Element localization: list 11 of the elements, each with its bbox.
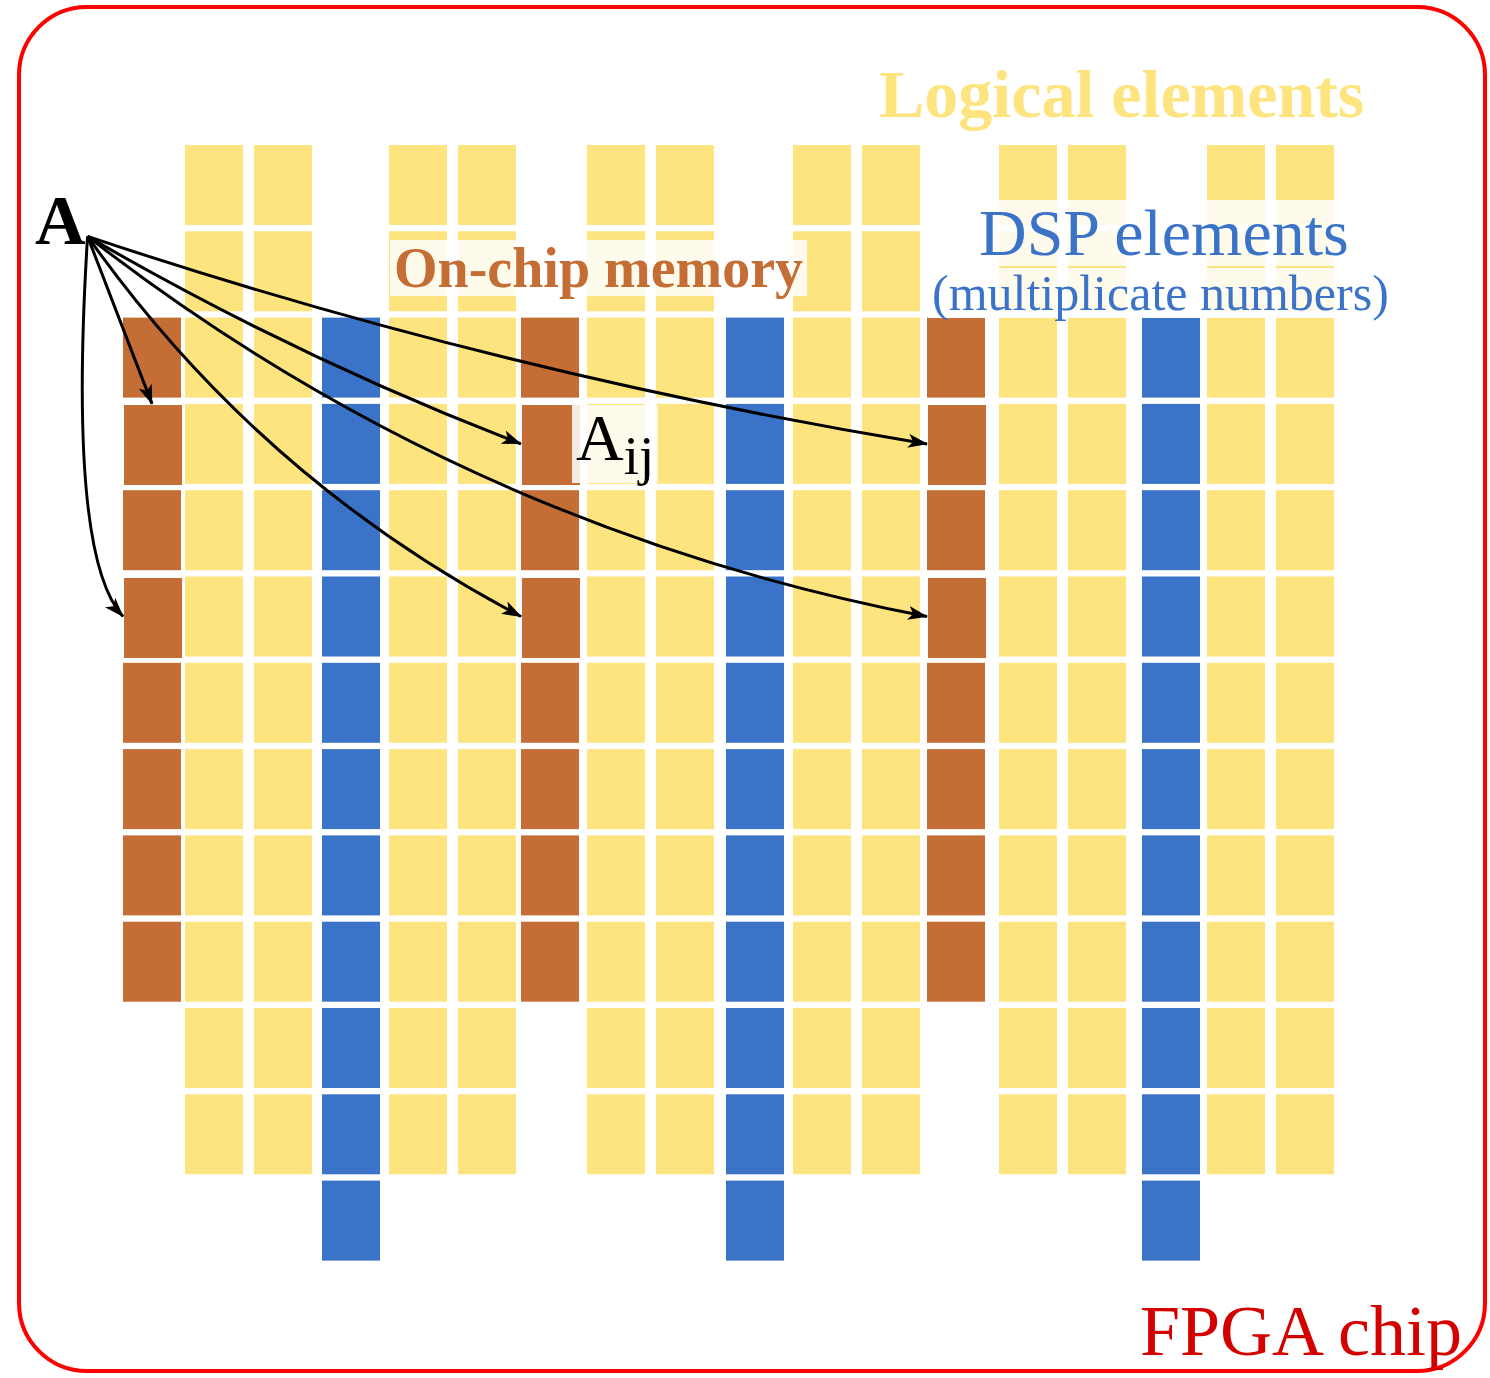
memory-block (124, 577, 182, 658)
chip-outline (17, 5, 1487, 1373)
memory-block (928, 404, 986, 485)
arrow (86, 235, 928, 620)
memory-block (522, 577, 580, 658)
arrow (80, 236, 125, 618)
memory-block (928, 577, 986, 658)
element-label: A$_{ij}$ (572, 405, 659, 484)
matrix-name: A (35, 186, 86, 256)
memory-block (124, 404, 182, 485)
arrow (87, 234, 928, 448)
